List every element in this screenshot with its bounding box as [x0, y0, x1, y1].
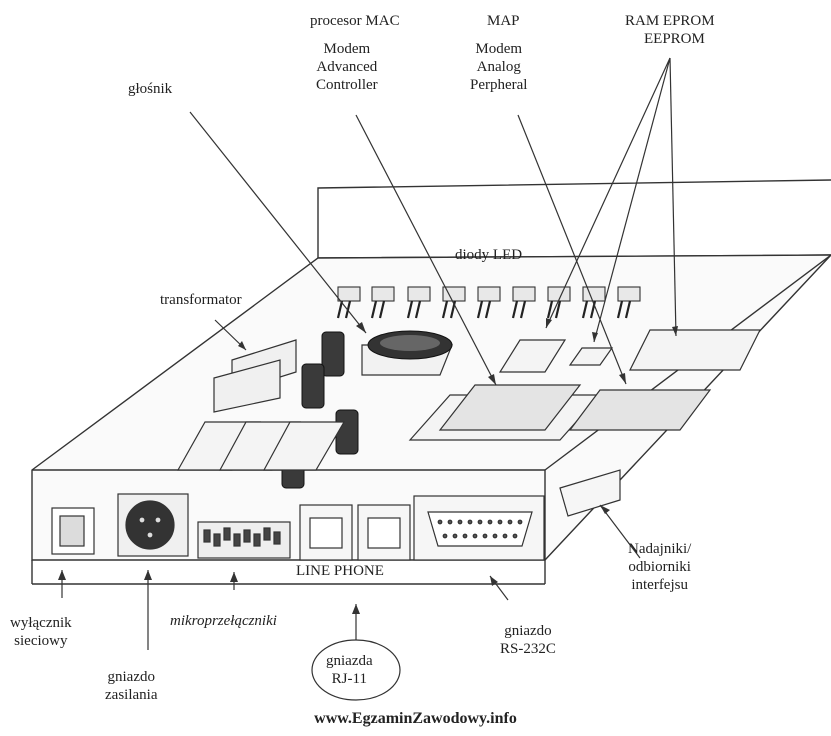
back-panel: [317, 179, 831, 258]
label-line-phone: LINE PHONE: [296, 563, 384, 579]
label-procesor-mac: procesor MAC: [310, 13, 400, 29]
footer-url: www.EgzaminZawodowy.info: [314, 710, 517, 727]
label-eeprom: EEPROM: [644, 31, 705, 47]
label-modem-peripheral: Modem Analog Perpheral: [470, 41, 528, 93]
label-map: MAP: [487, 13, 520, 29]
label-diody-led: diody LED: [455, 247, 523, 263]
speaker: [361, 330, 453, 376]
label-wylacznik: wyłącznik sieciowy: [10, 615, 72, 649]
front-connectors: [51, 469, 621, 561]
label-glosnik: głośnik: [128, 81, 173, 97]
transformer-block: [213, 339, 297, 413]
label-gniazdo-rs232: gniazdo RS-232C: [500, 623, 556, 657]
label-gniazdo-zasilania: gniazdo zasilania: [105, 669, 158, 703]
pointer-lines: [61, 57, 677, 650]
arrow-heads: [58, 318, 678, 614]
label-ram-eprom: RAM EPROM: [625, 13, 715, 29]
label-modem-controller: Modem Advanced Controller: [316, 41, 378, 93]
led-row: [337, 286, 641, 302]
chips: [176, 329, 761, 471]
label-transformator: transformator: [160, 292, 242, 308]
label-mikroprzelaczniki: mikroprzełączniki: [170, 613, 277, 629]
rj11-callout: [311, 639, 401, 701]
label-nadajniki: Nadajniki/ odbiorniki interfejsu: [628, 541, 692, 593]
label-gniazda-rj11: gniazda RJ-11: [326, 653, 373, 687]
